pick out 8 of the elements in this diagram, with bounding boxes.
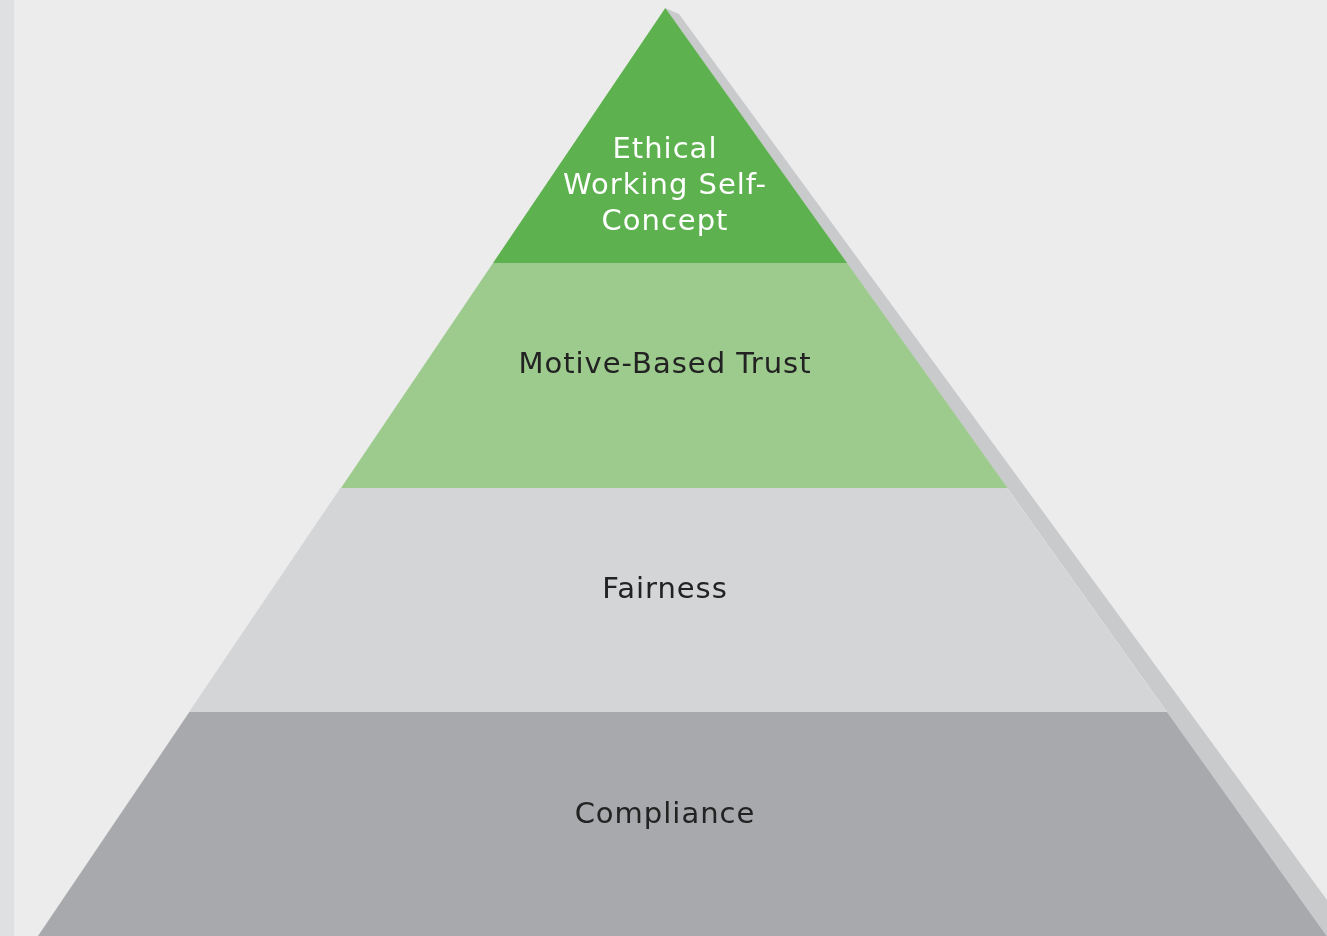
tier-label: Motive-Based Trust: [517, 345, 813, 381]
pyramid-tier: [37, 712, 1327, 936]
pyramid-tier: [340, 263, 1008, 488]
pyramid-tier: [189, 488, 1167, 712]
tier-label: Compliance: [573, 795, 757, 831]
pyramid-tier: [492, 8, 847, 263]
tier-label: Ethical Working Self-Concept: [562, 130, 768, 238]
tier-label: Fairness: [601, 570, 729, 606]
